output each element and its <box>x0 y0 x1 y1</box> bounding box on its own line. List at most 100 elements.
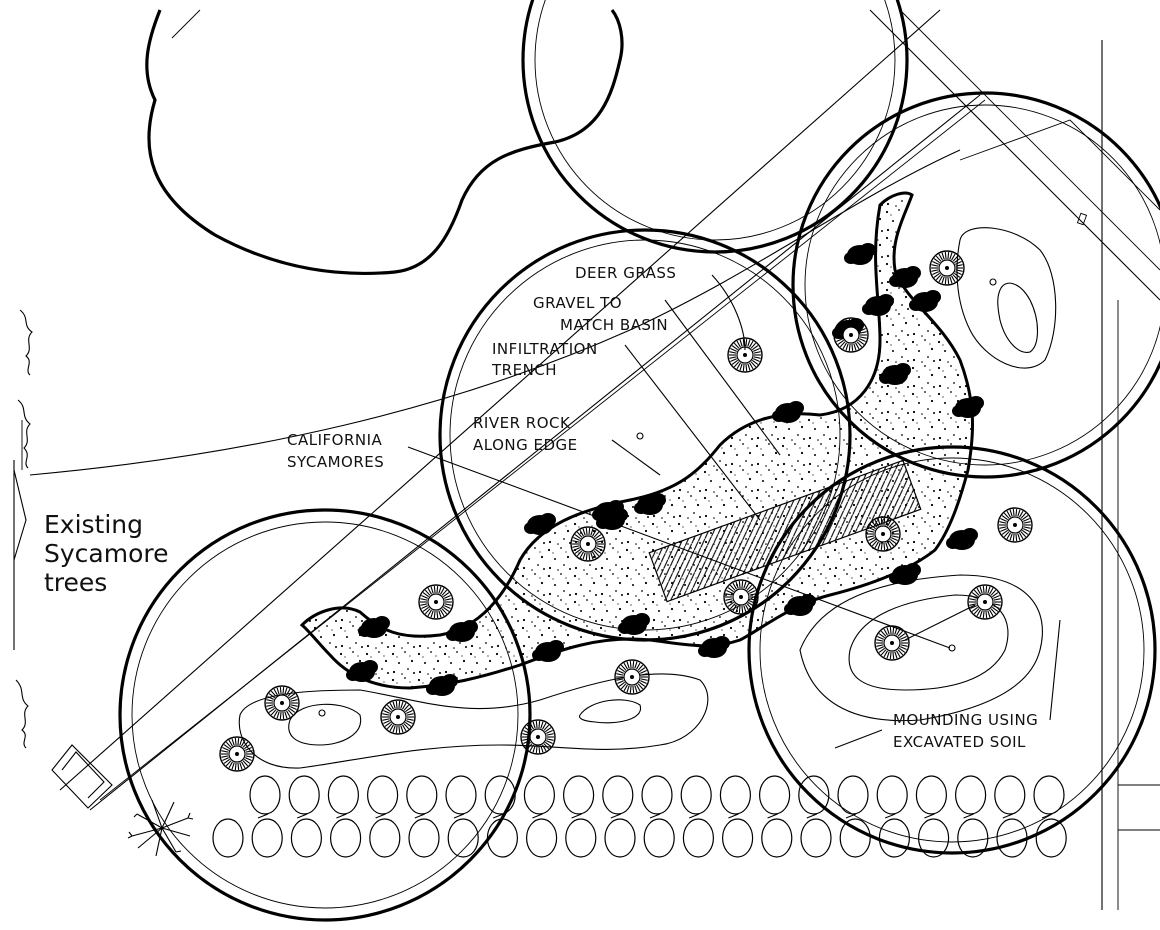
canopy-lower-left <box>118 508 532 922</box>
river-rock-icon <box>952 396 984 418</box>
leader-mounding <box>834 729 883 749</box>
label-california-1: CALIFORNIA <box>287 431 383 449</box>
river-rock-icon <box>844 243 876 265</box>
property-line-3 <box>99 99 986 801</box>
building-diagonal <box>869 9 1160 301</box>
label-existing-3: trees <box>44 568 107 597</box>
mounding-contours <box>238 227 1057 769</box>
deer-grass-plants <box>219 250 1033 772</box>
deer-grass-symbol-icon <box>833 317 869 353</box>
deer-grass-symbol-icon <box>967 584 1003 620</box>
river-rock-icon <box>889 266 921 288</box>
shrub-oval-icon <box>758 775 791 815</box>
building-diagonal-2 <box>899 9 1160 271</box>
shrub-oval-icon <box>602 775 634 815</box>
deer-grass-symbol-icon <box>380 699 416 735</box>
label-river-rock-1: RIVER ROCK <box>473 414 571 432</box>
river-rock-icon <box>446 620 478 642</box>
shrub-oval-icon <box>957 818 989 858</box>
shrub-oval-icon <box>565 818 597 858</box>
label-existing-2: Sycamore <box>44 539 169 568</box>
deer-grass-symbol-icon <box>929 250 965 286</box>
leader-mounding-2 <box>1049 619 1061 721</box>
river-rock-icon <box>772 401 804 423</box>
shrub-oval-icon <box>800 818 832 858</box>
shrub-oval-icon <box>486 818 518 858</box>
shrub-oval-icon <box>798 775 830 815</box>
infiltration-trench <box>648 459 922 603</box>
label-california-2: SYCAMORES <box>287 453 384 471</box>
shrub-oval-icon <box>682 818 715 858</box>
shrub-oval-icon <box>761 818 793 858</box>
deer-grass-symbol-icon <box>570 526 606 562</box>
shrub-oval-icon <box>484 775 516 815</box>
shrub-oval-icon <box>525 818 558 858</box>
shrub-oval-icon <box>288 775 320 815</box>
river-rock-icon <box>358 616 390 638</box>
shrub-oval-icon <box>330 818 362 858</box>
label-gravel-2: MATCH BASIN <box>560 316 668 334</box>
river-rock-icon <box>889 563 921 585</box>
river-rock-icon <box>698 636 730 658</box>
shrub-oval-icon <box>643 818 675 858</box>
deer-grass-symbol-icon <box>997 507 1033 543</box>
river-rocks <box>346 243 984 696</box>
label-gravel-1: GRAVEL TO <box>533 294 622 312</box>
label-mounding-1: MOUNDING USING <box>893 711 1038 729</box>
shrub-oval-icon <box>290 818 322 858</box>
shrub-oval-icon <box>876 775 908 815</box>
shrub-oval-icon <box>369 818 401 858</box>
shrub-oval-icon <box>837 775 869 815</box>
shrub-oval-icon <box>1035 818 1067 858</box>
label-infiltration-2: TRENCH <box>491 361 557 379</box>
label-deer-grass: DEER GRASS <box>575 264 676 282</box>
shrub-oval-icon <box>447 818 479 858</box>
leader-lines <box>407 274 1061 749</box>
shrub-oval-icon <box>719 775 752 815</box>
river-rock-icon <box>618 613 650 635</box>
deer-grass-symbol-icon <box>874 625 910 661</box>
shrub-oval-icon <box>367 775 399 815</box>
deer-grass-symbol-icon <box>520 719 556 755</box>
shrub-oval-icon <box>327 775 359 815</box>
sycamore-scribble-icon <box>19 309 33 376</box>
sycamore-scribble-icon <box>17 399 31 469</box>
deer-grass-symbol-icon <box>727 337 763 373</box>
shrub-oval-icon <box>604 818 636 858</box>
river-rock-icon <box>426 674 458 696</box>
shrub-rows <box>212 775 1067 858</box>
shrub-oval-icon <box>994 775 1026 815</box>
canopy-upper-right <box>791 91 1160 479</box>
shrub-oval-icon <box>1033 775 1065 815</box>
walkway-fragment <box>51 744 113 809</box>
leader-river-rock <box>611 439 661 476</box>
building-corner <box>959 119 1160 211</box>
label-mounding-2: EXCAVATED SOIL <box>893 733 1026 751</box>
shrub-oval-icon <box>249 775 281 815</box>
river-rock-icon <box>532 640 564 662</box>
shrub-oval-icon <box>721 818 754 858</box>
river-rock-icon <box>634 493 666 515</box>
deer-grass-symbol-icon <box>865 516 901 552</box>
shrub-oval-icon <box>562 775 595 815</box>
river-rock-icon <box>784 594 816 616</box>
river-rock-icon <box>524 513 556 535</box>
shrub-oval-icon <box>212 818 244 858</box>
shrub-oval-icon <box>406 775 438 815</box>
annotations: DEER GRASS GRAVEL TO MATCH BASIN INFILTR… <box>44 264 1038 751</box>
leader-infiltration <box>624 344 761 521</box>
river-rock-icon <box>909 290 941 312</box>
existing-grove-outline <box>145 9 624 276</box>
shrub-oval-icon <box>523 775 556 815</box>
shrub-oval-icon <box>839 818 871 858</box>
sycamore-scribble-icon <box>15 679 29 749</box>
grove-spur <box>171 9 201 39</box>
river-rock-icon <box>862 294 894 316</box>
property-line-1 <box>59 9 941 791</box>
shrub-oval-icon <box>954 775 987 815</box>
shrub-oval-icon <box>915 775 948 815</box>
shrub-oval-icon <box>641 775 673 815</box>
shrub-oval-icon <box>680 775 712 815</box>
deer-grass-symbol-icon <box>723 579 759 615</box>
